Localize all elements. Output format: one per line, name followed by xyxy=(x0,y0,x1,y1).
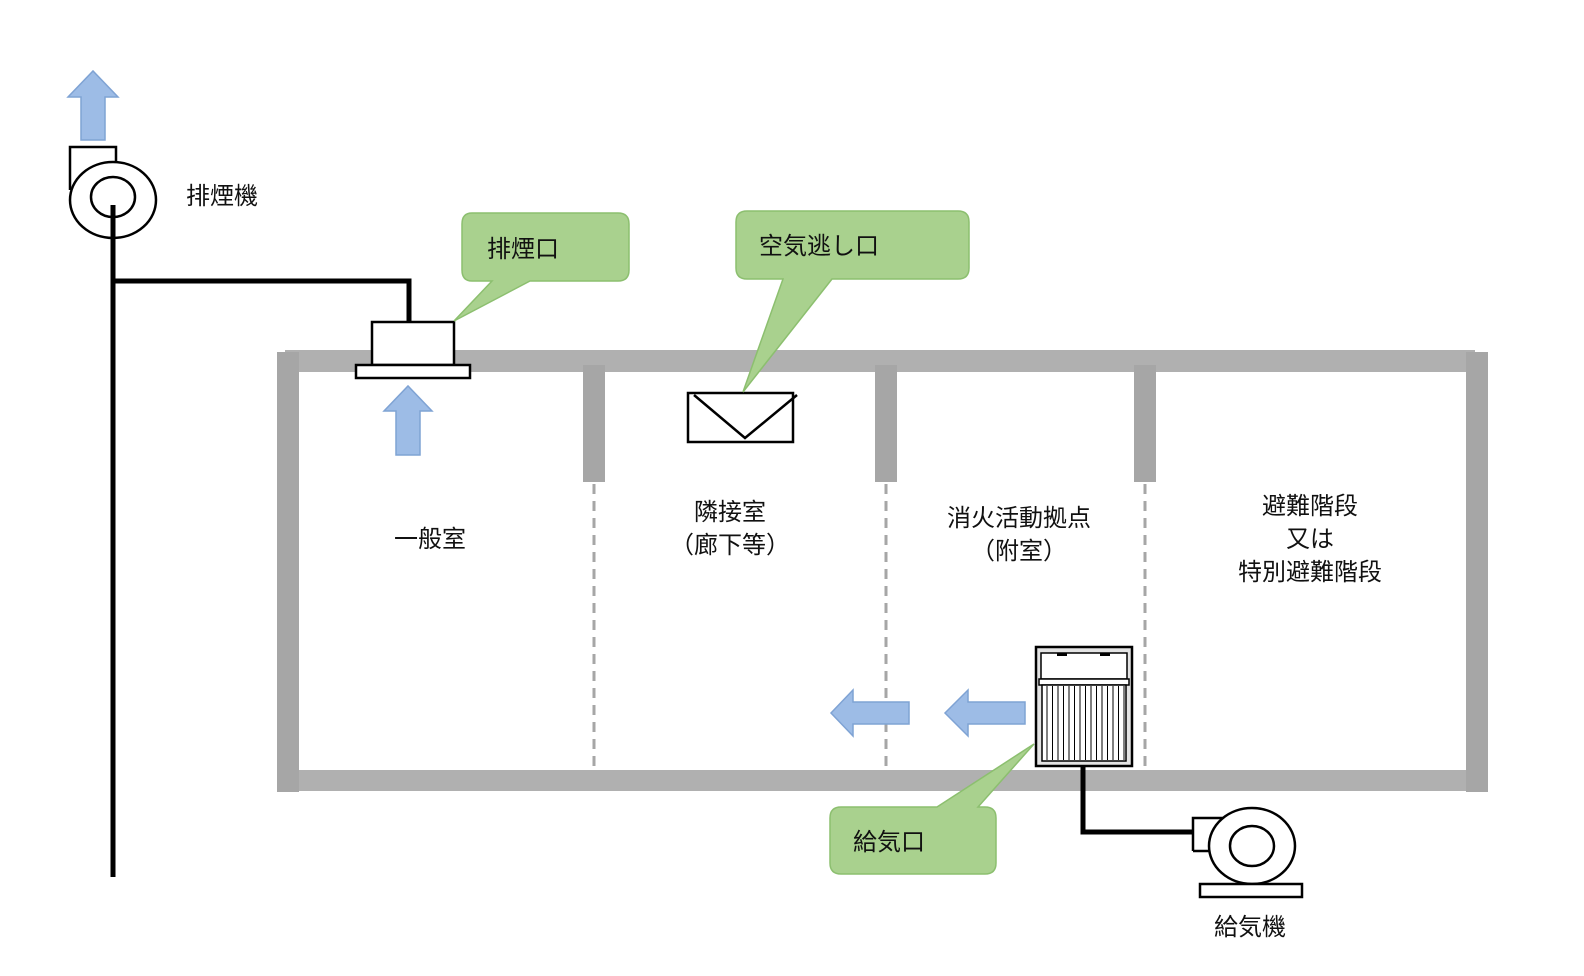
callout-label-air-supply-outlet: 給気口 xyxy=(853,828,925,856)
callout-label-smoke-exhaust-outlet: 排煙口 xyxy=(487,235,559,263)
wall-left xyxy=(277,352,299,792)
room-line: 隣接室 xyxy=(694,498,766,526)
partition-1 xyxy=(583,365,605,482)
exhaust-duct xyxy=(110,205,412,877)
air-supply-outlet-icon xyxy=(1034,645,1134,768)
room-up-arrow-icon xyxy=(382,384,434,456)
partition-2 xyxy=(875,365,897,482)
callout-smoke-exhaust-outlet xyxy=(453,212,630,322)
supply-left-arrow-1-icon xyxy=(829,688,910,738)
room-label-evacuation-stairs: 避難階段 又は 特別避難階段 xyxy=(1210,490,1410,589)
room-line: 又は xyxy=(1286,525,1334,553)
wall-right xyxy=(1466,352,1488,792)
air-relief-outlet-icon xyxy=(686,391,798,444)
exhaust-fan-label: 排煙機 xyxy=(186,182,258,210)
smoke-exhaust-outlet-icon xyxy=(354,320,472,380)
room-line: 消火活動拠点 xyxy=(947,504,1091,532)
room-line: 一般室 xyxy=(394,525,466,553)
room-line: （廊下等） xyxy=(670,531,790,559)
supply-fan-icon xyxy=(1191,806,1304,899)
supply-left-arrow-2-icon xyxy=(943,688,1026,738)
exhaust-up-arrow-icon xyxy=(66,69,120,141)
room-line: 避難階段 xyxy=(1262,492,1358,520)
callout-air-relief-outlet xyxy=(735,210,970,393)
room-label-firefighting-base: 消火活動拠点 （附室） xyxy=(919,502,1119,568)
room-line: （附室） xyxy=(971,537,1067,565)
room-label-adjacent-room: 隣接室 （廊下等） xyxy=(630,496,830,562)
supply-fan-label: 給気機 xyxy=(1214,913,1286,941)
callout-air-supply-outlet xyxy=(829,743,1035,875)
partition-3 xyxy=(1134,365,1156,482)
wall-bottom xyxy=(285,770,1475,791)
exhaust-fan-icon xyxy=(68,145,158,240)
supply-duct xyxy=(1080,766,1195,835)
room-label-general-room: 一般室 xyxy=(330,523,530,556)
room-line: 特別避難階段 xyxy=(1238,558,1382,586)
wall-top xyxy=(285,350,1475,372)
callout-label-air-relief-outlet: 空気逃し口 xyxy=(759,232,879,260)
